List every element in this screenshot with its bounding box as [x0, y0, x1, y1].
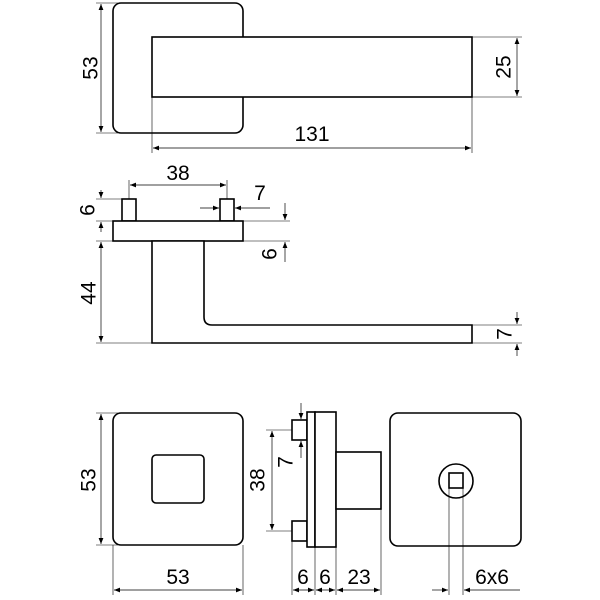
dim-grip-thickness: 7	[494, 328, 517, 340]
top-view: 53 25 131	[80, 2, 522, 153]
dim-side-seg-1: 6	[297, 566, 309, 589]
dim-rose-height-top: 53	[80, 56, 103, 79]
rose-square-boss	[151, 454, 205, 504]
dim-spindle-square: 6x6	[475, 566, 509, 589]
dim-rose-height-front: 53	[78, 468, 101, 491]
spindle-square	[448, 472, 464, 489]
dim-pin-width: 7	[254, 182, 266, 205]
rose-back-view: 6x6	[389, 412, 522, 595]
dim-plate-thickness: 6	[259, 248, 282, 260]
side-pin-top	[291, 419, 308, 441]
pin-left	[121, 198, 137, 222]
side-plate	[112, 220, 244, 242]
pin-right	[219, 198, 235, 222]
dim-neck-height: 44	[78, 281, 101, 305]
side-plate-b	[314, 411, 337, 548]
rose-side-view: 38 7 6 6 23	[247, 403, 382, 595]
rose-front-view: 53 53	[78, 412, 244, 595]
dim-side-seg-3: 23	[347, 566, 370, 589]
side-spindle-housing	[335, 451, 382, 510]
dim-pin-width-side: 7	[275, 456, 298, 468]
side-plate-a	[306, 411, 316, 548]
side-view: 38 7 6 6 44 7	[77, 162, 522, 356]
side-pin-bottom	[291, 520, 308, 542]
dim-side-seg-2: 6	[319, 566, 331, 589]
dim-pin-spacing: 38	[166, 162, 189, 185]
dim-lever-height: 25	[493, 55, 516, 78]
side-lever-profile	[151, 240, 473, 344]
dim-lever-length: 131	[294, 123, 329, 146]
top-lever	[151, 36, 473, 98]
dim-pin-spacing-side: 38	[247, 468, 270, 491]
dim-rose-width-front: 53	[166, 566, 189, 589]
dim-pin-height: 6	[77, 204, 100, 216]
